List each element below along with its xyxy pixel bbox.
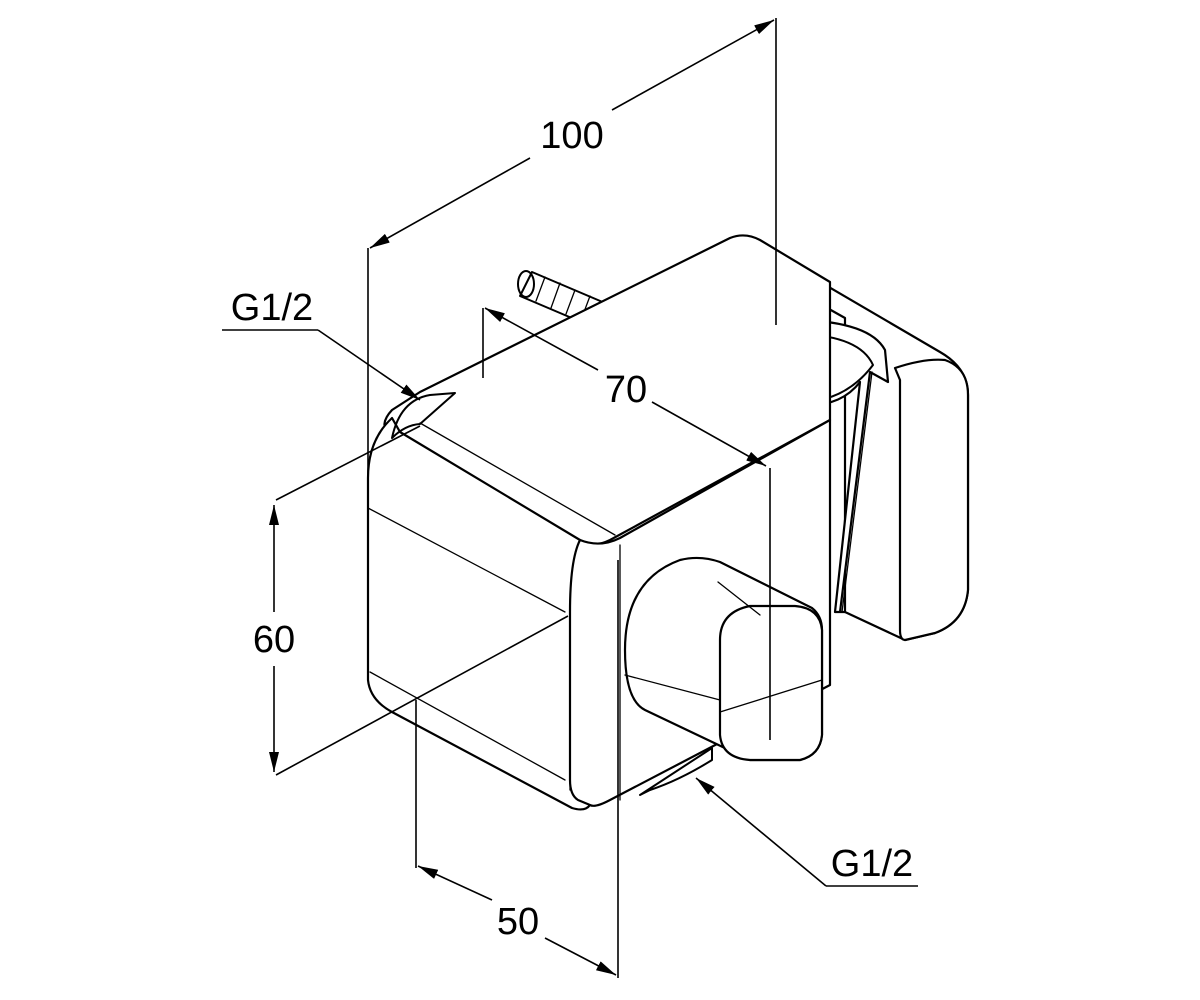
dimension-height: 60 bbox=[253, 425, 569, 776]
dimension-height-label: 60 bbox=[253, 619, 295, 661]
inlet-callout: G1/2 bbox=[222, 287, 421, 401]
dimension-depth-label: 70 bbox=[605, 369, 647, 411]
outlet-thread-label: G1/2 bbox=[831, 843, 913, 885]
dimension-front-width-label: 50 bbox=[497, 901, 539, 943]
dimension-width-label: 100 bbox=[540, 115, 603, 157]
inlet-thread-label: G1/2 bbox=[231, 287, 313, 329]
dimension-front-width: 50 bbox=[415, 560, 619, 978]
dimension-depth: 70 bbox=[482, 307, 771, 740]
outlet-callout: G1/2 bbox=[695, 777, 918, 887]
hose-connector bbox=[623, 556, 824, 762]
dimension-width: 100 bbox=[367, 18, 777, 640]
